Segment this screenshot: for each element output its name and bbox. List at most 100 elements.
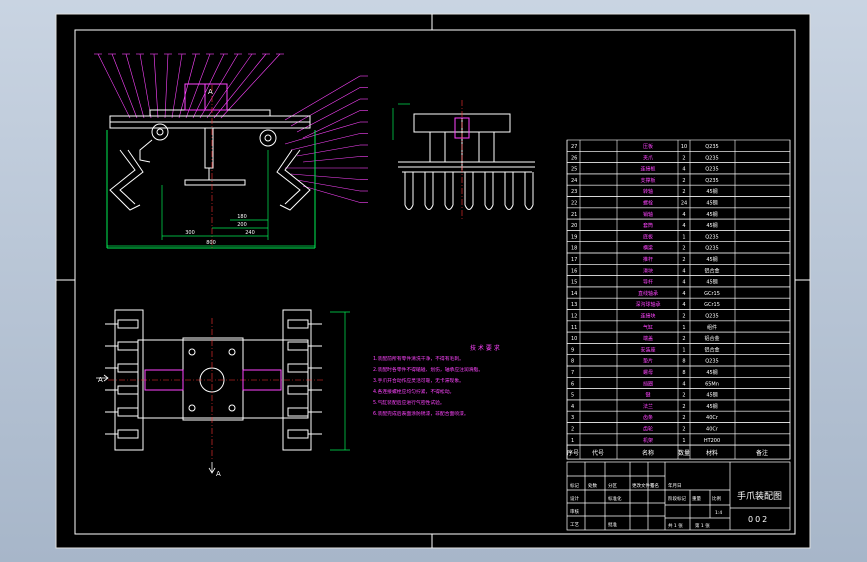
bom-row-qty: 1 (682, 325, 685, 331)
bom-row-name: 支撑板 (640, 177, 655, 184)
part-leaders-right (284, 75, 368, 203)
title-block-label: 分区 (608, 482, 617, 489)
bom-row-material: 40Cr (706, 415, 719, 421)
bom-row-qty: 2 (682, 189, 685, 195)
bom-row-no: 25 (571, 167, 577, 173)
bom-row-no: 19 (571, 234, 577, 240)
bom-row-material: Q235 (705, 155, 718, 161)
tech-requirement-item: 3.手爪开合动作应灵活可靠，无卡滞现象。 (373, 377, 464, 384)
title-block-field: 重量 (692, 495, 701, 502)
bom-row-qty: 2 (682, 314, 685, 320)
side-view (392, 100, 535, 220)
section-arrow-bottom (208, 462, 216, 474)
bom-row-qty: 4 (682, 167, 685, 173)
bom-header: 序号 (567, 449, 579, 457)
title-block-field: 批准 (608, 521, 617, 528)
drawing-title: 手爪装配图 (737, 490, 782, 502)
title-block-label: 标记 (570, 482, 579, 489)
bom-row-material: 铝合金 (704, 335, 719, 342)
bom-header: 数量 (678, 449, 690, 457)
bom-row-material: 45钢 (706, 188, 717, 195)
bom-row-material: 45钢 (706, 211, 717, 218)
bom-row-no: 12 (571, 314, 577, 320)
bom-row-no: 17 (571, 257, 577, 263)
bom-row-name: 销轴 (643, 211, 653, 218)
bom-row-material: HT200 (704, 438, 720, 444)
bom-row-material: Q235 (705, 178, 718, 184)
tech-requirement-item: 6.装配完成后表面涂防锈漆，非配合面喷漆。 (373, 410, 469, 417)
bom-row-qty: 4 (682, 302, 685, 308)
bom-header: 材料 (706, 449, 718, 457)
bom-row-name: 齿条 (643, 414, 653, 421)
bom-row-name: 气缸 (643, 324, 653, 331)
bom-row-no: 5 (571, 393, 574, 399)
bom-row-no: 9 (571, 347, 574, 353)
bom-row-name: 螺栓 (643, 200, 653, 207)
bom-row-name: 深沟球轴承 (635, 301, 660, 308)
title-block-field: 标准化 (608, 495, 622, 502)
bom-row-material: GCr15 (704, 291, 720, 297)
tech-requirements-list: 1.装配前所有零件清洗干净，不得有毛刺。2.装配时各零件不得磕碰、划伤，轴承应注… (373, 355, 483, 417)
bom-row-qty: 2 (682, 178, 685, 184)
bom-row-qty: 24 (681, 201, 687, 207)
bom-row-name: 端盖 (643, 335, 653, 342)
section-mark-a-bottom: A (216, 470, 221, 478)
bom-row-qty: 1 (682, 438, 685, 444)
title-block-field: 比例 (712, 495, 721, 502)
tech-requirements-title: 技 术 要 求 (470, 344, 500, 352)
bom-row-name: 连接板 (640, 166, 655, 173)
bom-row-name: 连接块 (640, 313, 655, 320)
title-block-field: 工艺 (570, 522, 579, 528)
bom-row-qty: 1 (682, 234, 685, 240)
section-mark-a-left: A (98, 376, 103, 384)
bom-row-material: Q235 (705, 144, 718, 150)
bom-row-material: 45钢 (706, 200, 717, 207)
title-block-field: 共 1 张 (668, 522, 683, 529)
bom-row-material: Q235 (705, 359, 718, 365)
tech-requirement-item: 5.气缸装配后应进行气密性试验。 (373, 399, 445, 406)
bom-row-name: 滑块 (643, 267, 653, 274)
drawing-border (74, 29, 796, 535)
bom-row-no: 3 (571, 415, 574, 421)
title-block-field: 1:4 (715, 510, 722, 516)
bom-row-name: 机架 (643, 437, 653, 444)
section-mark-a-top: A (208, 88, 213, 96)
bom-row-name: 法兰 (643, 403, 653, 410)
bom-row-material: Q235 (705, 167, 718, 173)
title-block-label: 处数 (588, 482, 597, 489)
bom-row-material: GCr15 (704, 302, 720, 308)
bom-row-qty: 4 (682, 291, 685, 297)
top-view (105, 309, 350, 460)
bom-row-no: 23 (571, 189, 577, 195)
bom-row-qty: 4 (682, 212, 685, 218)
bom-row-qty: 10 (681, 144, 687, 150)
tech-requirement-item: 4.各连接螺栓应均匀拧紧，不得松动。 (373, 388, 454, 395)
bom-row-no: 22 (571, 201, 577, 207)
bom-row-no: 20 (571, 223, 577, 229)
bom-row-material: Q235 (705, 234, 718, 240)
dim-overall: 800 (206, 240, 216, 246)
bom-row-name: 螺母 (643, 369, 653, 376)
bom-row-qty: 1 (682, 347, 685, 353)
bom-row-material: 45钢 (706, 369, 717, 376)
bom-row-name: 直线轴承 (638, 290, 658, 297)
title-block-field: 阶段标记 (668, 495, 686, 502)
bom-row-name: 安装座 (640, 346, 655, 353)
bom-row-no: 7 (571, 370, 574, 376)
bom-row-name: 横梁 (643, 245, 653, 252)
bom-header: 备注 (756, 449, 768, 457)
bom-row-material: 组件 (707, 324, 717, 331)
title-block-field: 第 1 张 (695, 522, 710, 529)
dim-half-span: 200 (237, 222, 247, 228)
tech-requirement-item: 2.装配时各零件不得磕碰、划伤，轴承应注润滑脂。 (373, 366, 483, 373)
bom-row-no: 27 (571, 144, 577, 150)
bom-row-qty: 2 (682, 393, 685, 399)
title-block-label: 更改文件号 (632, 482, 655, 489)
bom-row-name: 导杆 (643, 279, 653, 286)
bom-row-no: 16 (571, 268, 577, 274)
title-block-field: 设计 (570, 495, 579, 502)
bom-row-no: 14 (571, 291, 577, 297)
bom-row-name: 转轴 (643, 188, 653, 195)
bom-row-no: 6 (571, 381, 574, 387)
